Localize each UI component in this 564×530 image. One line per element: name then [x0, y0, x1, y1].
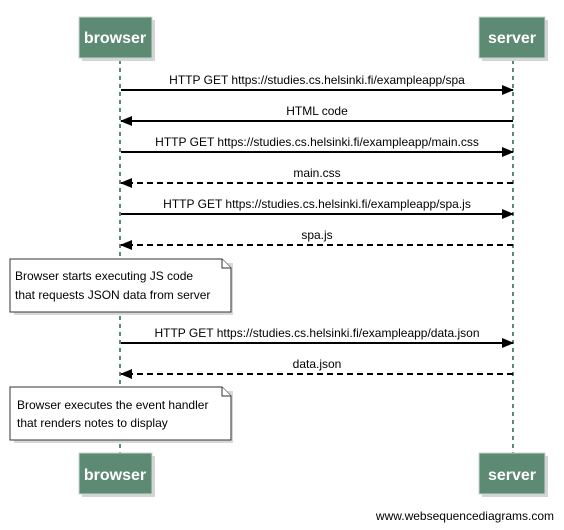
note-event-handler-line-2: that renders notes to display — [17, 416, 168, 430]
message-label-5: HTTP GET https://studies.cs.helsinki.fi/… — [163, 197, 471, 211]
message-label-3: HTTP GET https://studies.cs.helsinki.fi/… — [155, 135, 479, 149]
note-js-execution-line-1: Browser starts executing JS code — [15, 269, 193, 283]
message-label-7: HTTP GET https://studies.cs.helsinki.fi/… — [154, 326, 479, 340]
browser-actor-top-label: browser — [84, 30, 146, 47]
server-actor-bottom: server — [478, 452, 548, 497]
message-label-6: spa.js — [301, 228, 332, 242]
message-label-8: data.json — [293, 357, 342, 371]
note-js-execution-line-2: that requests JSON data from server — [15, 288, 210, 302]
browser-actor-bottom-label: browser — [84, 467, 146, 484]
server-actor-top-label: server — [488, 30, 536, 47]
browser-actor-top: browser — [78, 16, 155, 61]
message-label-1: HTTP GET https://studies.cs.helsinki.fi/… — [169, 73, 465, 87]
server-actor-bottom-label: server — [488, 467, 536, 484]
note-event-handler: Browser executes the event handler that … — [9, 386, 233, 443]
browser-actor-bottom: browser — [78, 452, 155, 497]
message-label-2: HTML code — [286, 104, 348, 118]
note-js-execution: Browser starts executing JS code that re… — [9, 258, 233, 315]
message-label-4: main.css — [293, 166, 340, 180]
note-event-handler-line-1: Browser executes the event handler — [17, 398, 208, 412]
messages: HTTP GET https://studies.cs.helsinki.fi/… — [120, 73, 514, 379]
watermark-link[interactable]: www.websequencediagrams.com — [375, 509, 554, 523]
server-actor-top: server — [478, 16, 548, 61]
